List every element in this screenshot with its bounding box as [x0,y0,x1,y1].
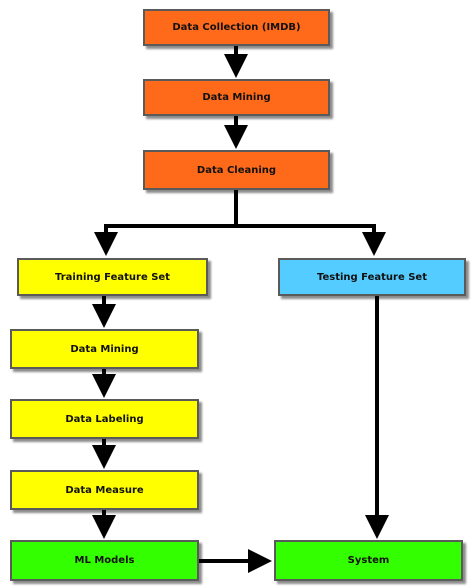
training-data-mining-box: Data Mining [10,329,199,369]
data-labeling-box: Data Labeling [10,399,199,439]
data-mining-box: Data Mining [143,79,330,116]
system-box: System [274,540,463,581]
data-cleaning-box: Data Cleaning [143,150,330,190]
training-feature-set-box: Training Feature Set [17,258,208,296]
data-collection-box: Data Collection (IMDB) [143,9,330,46]
ml-models-box: ML Models [10,540,199,581]
data-measure-box: Data Measure [10,470,199,510]
testing-feature-set-box: Testing Feature Set [278,258,466,296]
